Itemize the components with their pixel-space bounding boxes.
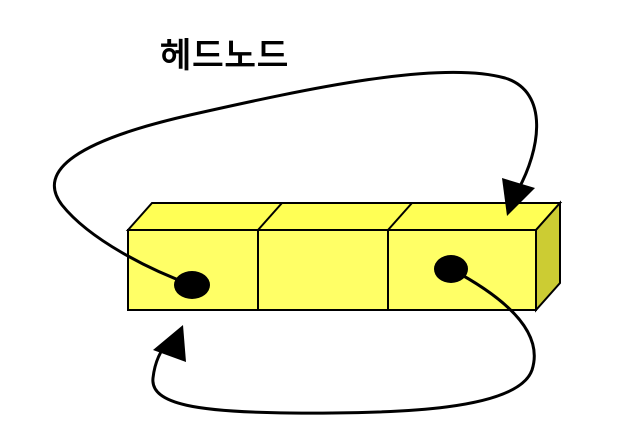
back-link-arrowhead	[153, 325, 186, 362]
node-strip-top-face	[125, 202, 563, 231]
back-link-arrow-line	[151, 267, 536, 415]
node-cell-2	[257, 229, 389, 311]
head-link-arrow-line	[52, 70, 539, 287]
head-link-arrowhead	[502, 178, 535, 216]
head-node-label: 헤드노드	[160, 36, 290, 76]
top-divider-2	[387, 202, 413, 231]
top-divider-1	[257, 202, 283, 231]
